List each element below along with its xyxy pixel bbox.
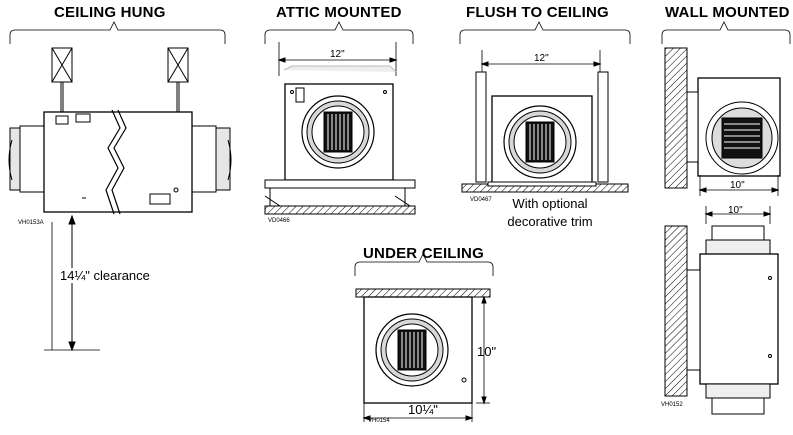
bracket-flush-to-ceiling <box>459 21 631 44</box>
under-ceiling-drawing <box>355 288 491 422</box>
dimension-under-width: 10¼" <box>408 402 438 417</box>
dimension-attic-width: 12" <box>330 49 345 60</box>
wall-side-housing <box>699 253 779 385</box>
bracket-wall-mounted <box>661 21 791 44</box>
clearance-note: 14¼" clearance <box>58 268 152 283</box>
dimension-under-height: 10" <box>477 344 497 359</box>
heading-ceiling-hung: CEILING HUNG <box>54 4 166 21</box>
heading-attic-mounted: ATTIC MOUNTED <box>276 4 402 21</box>
drawing-code-flush: VD0467 <box>470 197 492 203</box>
heading-flush-to-ceiling: FLUSH TO CEILING <box>466 4 609 21</box>
wall-mounted-drawing <box>664 47 781 196</box>
section-brackets <box>9 21 791 276</box>
wall-mounted-side-drawing <box>664 206 779 415</box>
dimension-wall-width-top: 10" <box>730 180 745 191</box>
drawing-code-attic: VD0466 <box>268 218 290 224</box>
flush-to-ceiling-drawing <box>461 50 629 193</box>
trim-note-line1: With optional <box>512 196 588 211</box>
trim-note-line2: decorative trim <box>507 214 593 229</box>
drawing-code-under: VH0154 <box>368 418 390 424</box>
bracket-attic-mounted <box>264 21 414 44</box>
dimension-wall-width-side: 10" <box>728 205 743 216</box>
attic-mounted-drawing <box>264 42 416 215</box>
ceiling-hung-drawing <box>8 47 232 352</box>
bracket-ceiling-hung <box>9 21 226 44</box>
heading-wall-mounted: WALL MOUNTED <box>665 4 790 21</box>
drawing-code-wall: VH0152 <box>661 402 683 408</box>
heading-under-ceiling: UNDER CEILING <box>363 245 484 262</box>
bracket-under-ceiling <box>354 253 494 276</box>
dimension-flush-width: 12" <box>534 53 549 64</box>
drawing-code-ceiling: VH0153A <box>18 220 44 226</box>
